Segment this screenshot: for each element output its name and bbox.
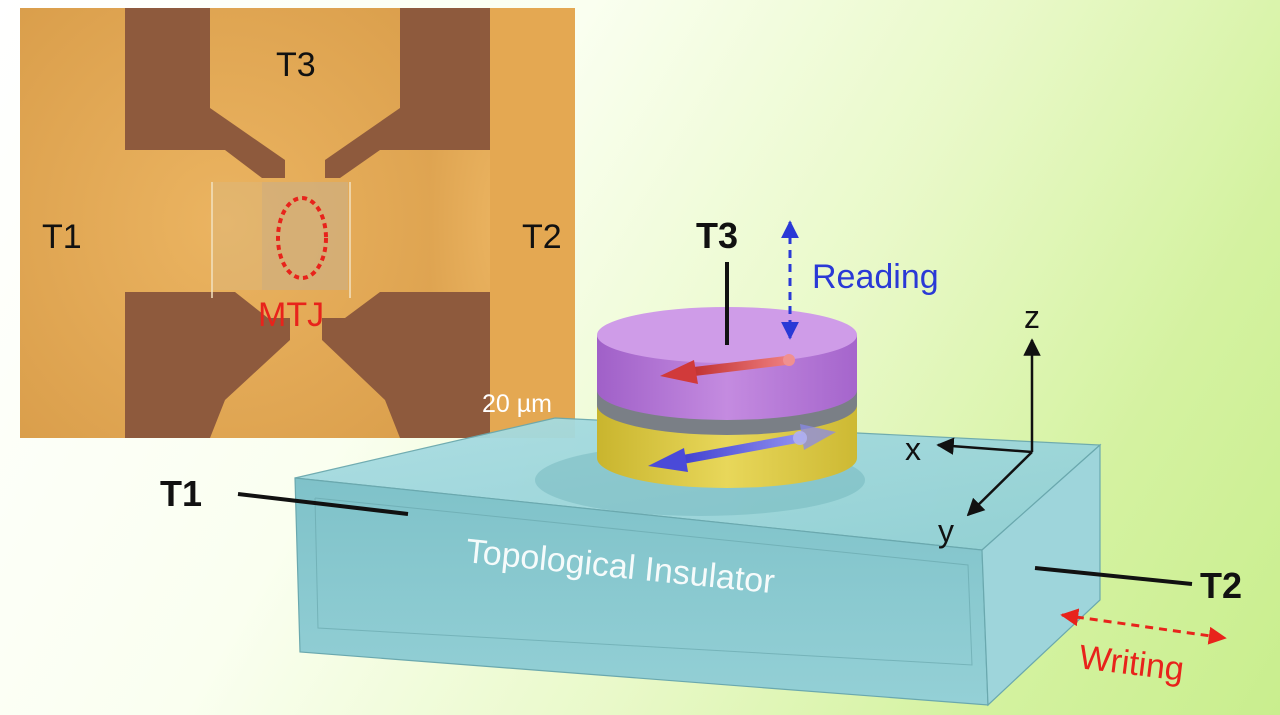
electrode-top-left	[125, 8, 285, 178]
writing-label: Writing	[1077, 638, 1186, 689]
writing-arrow	[1060, 608, 1227, 645]
terminal-t2-lead	[1034, 566, 1193, 586]
axis-x	[936, 437, 1033, 455]
micrograph-label-t2-visible: T2	[522, 218, 562, 256]
reading-label: Reading	[812, 258, 939, 296]
electrode-bottom-left	[125, 292, 290, 438]
micrograph-label-mtj: MTJ	[258, 296, 324, 334]
terminal-t1-label: T1	[160, 473, 202, 514]
axis-y	[966, 451, 1033, 517]
electrode-bottom-right	[322, 292, 430, 438]
ti-slab-inner-edge	[314, 497, 973, 666]
micrograph-inset: T3 T1 T2 MTJ 20 µm	[20, 8, 430, 438]
ti-slab-right-face	[981, 443, 1101, 707]
micrograph-label-t3: T3	[276, 46, 316, 84]
micrograph-label-t1: T1	[42, 218, 82, 256]
terminal-t2-label: T2	[1200, 565, 1242, 606]
axis-y-label: y	[938, 513, 954, 549]
mtj-highlight-ellipse	[276, 196, 328, 280]
electrode-top-right	[325, 8, 430, 178]
mtj-pillar	[597, 307, 857, 488]
coordinate-axes: z x y	[905, 299, 1041, 549]
axis-x-label: x	[905, 431, 921, 467]
axis-z-label: z	[1024, 299, 1040, 335]
micrograph-inset-right: T2 20 µm	[430, 8, 575, 438]
micrograph-scale-bar-label-visible: 20 µm	[482, 390, 552, 418]
terminal-t1-lead	[237, 492, 409, 516]
terminal-t3-label: T3	[696, 215, 738, 256]
fixed-layer-spin-arrow	[648, 424, 836, 472]
free-layer-spin-arrow	[660, 354, 795, 384]
